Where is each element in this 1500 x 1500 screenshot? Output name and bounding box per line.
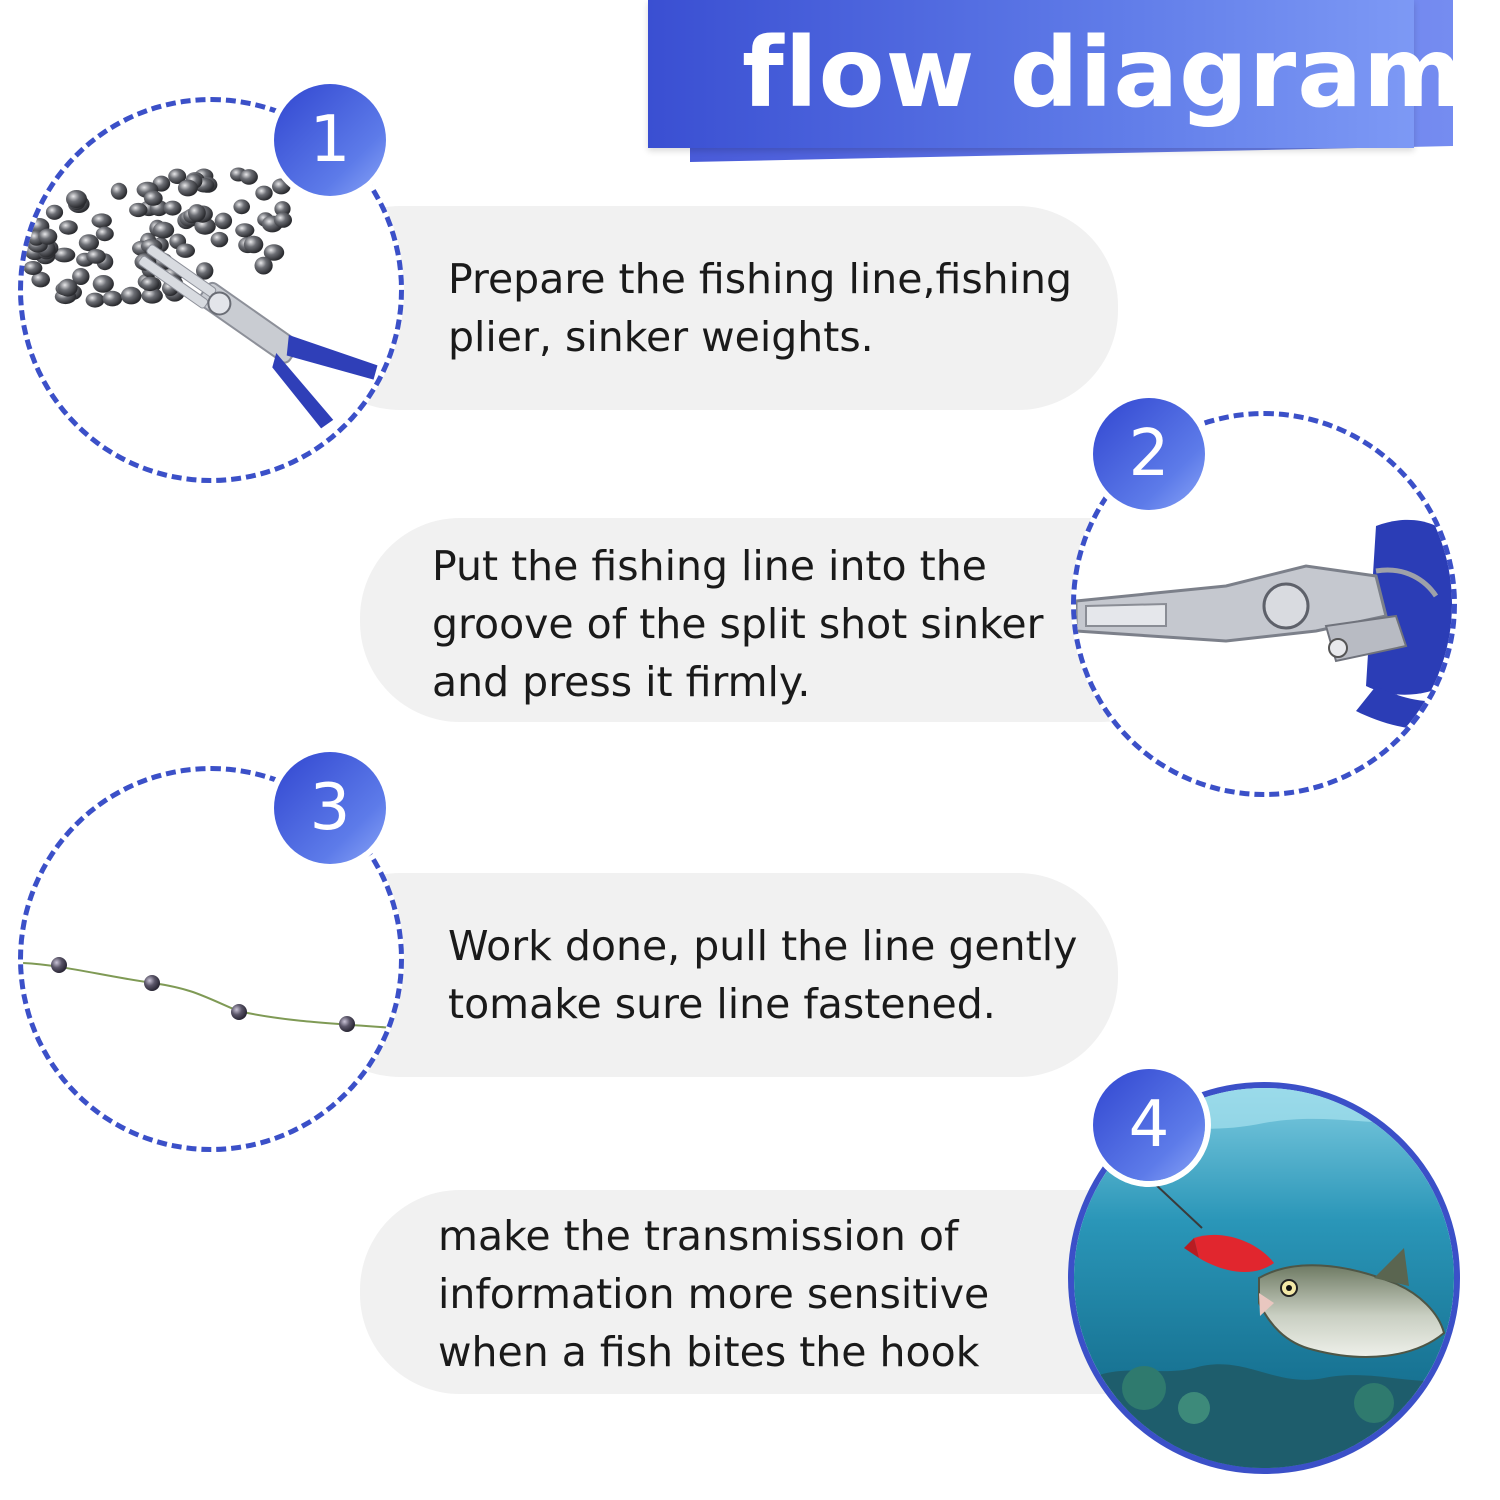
step-1-line-2: plier, sinker weights. (448, 313, 874, 361)
step-2-badge: 2 (1093, 398, 1205, 510)
step-4-badge: 4 (1093, 1069, 1205, 1181)
sinker-ball (86, 249, 106, 264)
sinker-ball (120, 286, 142, 305)
sinker-ball (263, 244, 285, 261)
sinker-ball (239, 169, 258, 185)
sinker-ball (53, 247, 76, 263)
sinker-ball (72, 268, 90, 285)
step-1-pill (300, 206, 1118, 410)
sinker-ball (255, 185, 273, 201)
sinker-ball (163, 200, 182, 216)
sinker-ball (59, 220, 78, 235)
step-3-line-2: tomake sure line fastened. (448, 980, 996, 1028)
sinker-ball (23, 261, 43, 275)
sinker-ball (102, 290, 123, 307)
sinker-ball (140, 276, 160, 292)
sinker-ball (95, 226, 114, 242)
step-2-line-2: groove of the split shot sinker (432, 600, 1044, 648)
sinker-ball (243, 235, 264, 254)
sinker-ball (272, 178, 291, 195)
step-4-line-3: when a fish bites the hook (438, 1328, 980, 1376)
sinker-ball (141, 288, 163, 304)
sinker-ball (92, 275, 114, 293)
sinker-ball (210, 231, 229, 248)
step-4-pill (360, 1190, 1200, 1394)
sinker-ball (129, 202, 148, 218)
step-4-line-2: information more sensitive (438, 1270, 990, 1318)
sinker-ball (274, 212, 292, 228)
sinker-ball (58, 278, 78, 297)
step-2-pill (360, 518, 1200, 722)
sinker-ball (85, 292, 105, 308)
sinker-ball (177, 179, 198, 197)
pliers-image (1076, 519, 1452, 731)
step-2-line-1: Put the fishing line into the (432, 542, 987, 590)
step-3-line-1: Work done, pull the line gently (448, 922, 1078, 970)
page-title: flow diagram (742, 17, 1465, 129)
sinker-ball (176, 243, 195, 258)
step-2-line-3: and press it firmly. (432, 658, 811, 706)
sinker-ball (110, 182, 128, 200)
step-1-circle (18, 97, 404, 483)
sinker-ball (274, 201, 291, 217)
sinker-ball (196, 262, 214, 280)
sinker-ball (38, 228, 58, 245)
line-with-sinkers-image (23, 957, 399, 1032)
step-3-badge: 3 (274, 752, 386, 864)
sinker-ball (31, 271, 50, 288)
step-1-text: Prepare the fishing line,fishing plier, … (448, 250, 1072, 366)
sinker-ball (78, 234, 99, 252)
sinker-ball (45, 204, 64, 220)
sinker-ball (168, 168, 187, 184)
step-3-text: Work done, pull the line gently tomake s… (448, 917, 1077, 1033)
sinker-ball (214, 212, 233, 230)
sinker-ball (233, 199, 250, 215)
sinker-ball (91, 213, 112, 228)
sinker-ball (235, 223, 255, 238)
step-2-text: Put the fishing line into the groove of … (432, 537, 1043, 711)
sinker-ball (143, 190, 163, 206)
sinker-ball (153, 221, 175, 239)
step-1-line-1: Prepare the fishing line,fishing (448, 255, 1073, 303)
sinker-ball (66, 190, 87, 208)
step-4-circle (1068, 1082, 1460, 1474)
step-4-line-1: make the transmission of (438, 1212, 959, 1260)
step-1-badge: 1 (274, 84, 386, 196)
sinker-weights-image (23, 167, 378, 429)
banner (648, 0, 1414, 148)
sinker-ball (254, 256, 273, 275)
step-4-text: make the transmission of information mor… (438, 1207, 989, 1381)
step-3-pill (300, 873, 1118, 1077)
sinker-ball (188, 204, 206, 222)
